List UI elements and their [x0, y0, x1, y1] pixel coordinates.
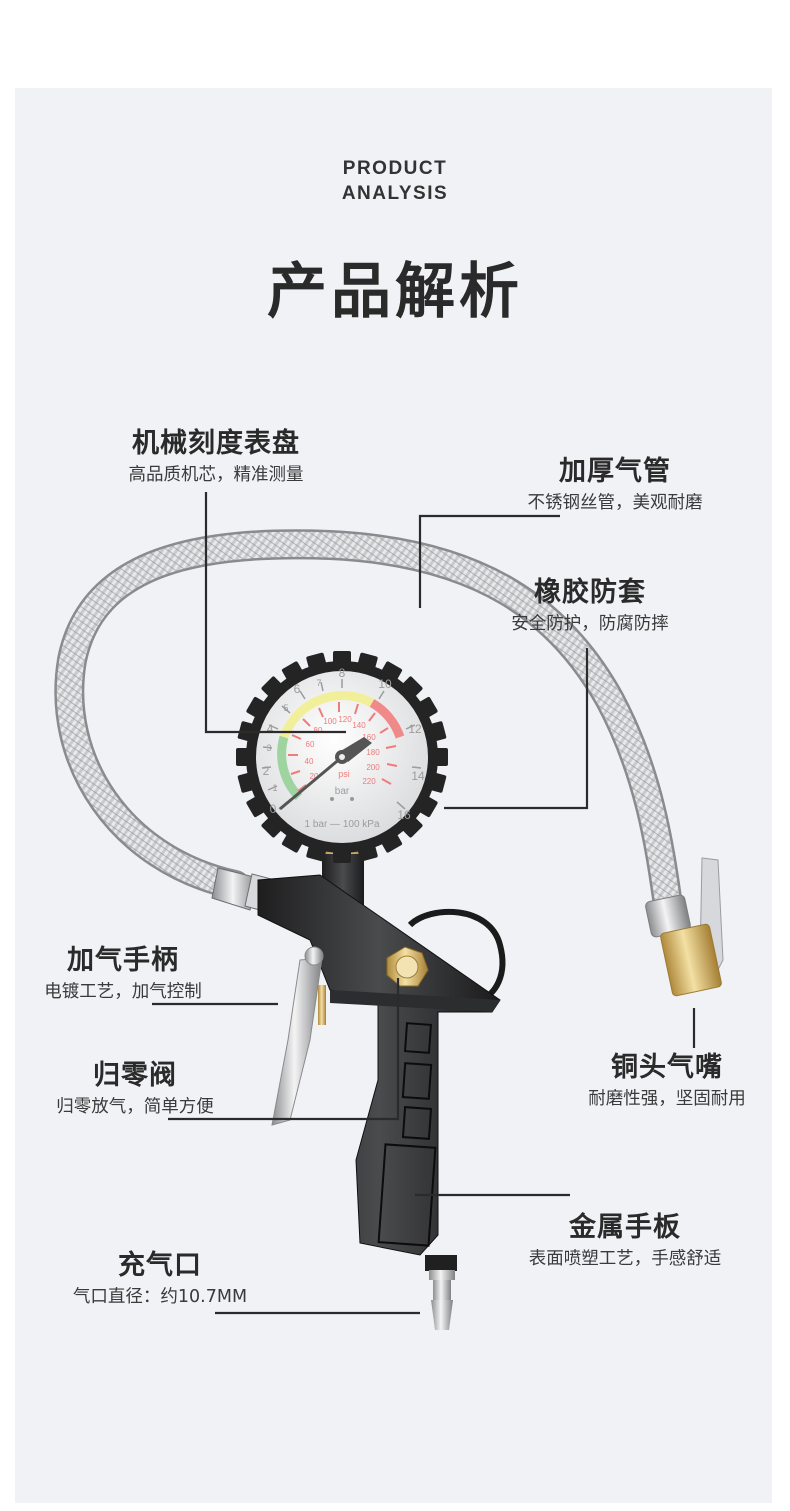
bar-label: 12 — [408, 722, 422, 736]
bar-label: 14 — [411, 769, 425, 783]
callout-subtitle: 耐磨性强，坚固耐用 — [588, 1089, 746, 1109]
callout-subtitle: 表面喷塑工艺，手感舒适 — [528, 1249, 722, 1269]
air-inlet-fitting — [425, 1255, 457, 1330]
page-title: 产品解析 — [267, 257, 523, 327]
callout-title: 金属手板 — [569, 1212, 681, 1243]
leader-gauge — [204, 492, 346, 734]
braided-hose — [54, 529, 683, 920]
psi-label: 180 — [366, 748, 380, 757]
psi-label: 60 — [306, 740, 315, 749]
bar-label: 10 — [378, 677, 392, 691]
callout-brass-chuck: 铜头气嘴 耐磨性强，坚固耐用 — [562, 1050, 772, 1112]
callout-air-inlet: 充气口 气口直径：约10.7MM — [50, 1248, 270, 1310]
pressure-gauge: 20 40 60 80 100 120 140 160 180 200 220 … — [236, 651, 448, 863]
callout-hose: 加厚气管 不锈钢丝管，美观耐磨 — [500, 454, 730, 516]
psi-label: 20 — [310, 772, 319, 781]
callout-title: 充气口 — [118, 1250, 202, 1281]
zero-valve-nut — [386, 946, 429, 987]
trigger-lever — [271, 946, 326, 1126]
callout-subtitle: 归零放气，简单方便 — [56, 1097, 214, 1117]
callout-subtitle: 不锈钢丝管，美观耐磨 — [527, 493, 703, 513]
leader-lines — [152, 492, 696, 1315]
callout-subtitle: 气口直径：约10.7MM — [72, 1287, 248, 1307]
psi-label: 80 — [314, 726, 323, 735]
bar-label: 7 — [316, 678, 321, 688]
bar-label: 16 — [397, 808, 411, 822]
callout-title: 机械刻度表盘 — [132, 428, 300, 459]
callout-title: 橡胶防套 — [534, 577, 646, 608]
bar-label: 4 — [267, 722, 274, 736]
bar-unit: bar — [335, 786, 350, 797]
psi-label: 140 — [352, 721, 366, 730]
psi-label: 220 — [362, 777, 376, 786]
callout-metal-grip: 金属手板 表面喷塑工艺，手感舒适 — [500, 1210, 750, 1272]
grip-plate — [377, 1143, 437, 1247]
grip-slot — [401, 1106, 433, 1140]
grip-slot — [401, 1062, 433, 1100]
bar-label: 6 — [294, 682, 301, 696]
grip-slot — [403, 1022, 433, 1054]
callout-gauge: 机械刻度表盘 高品质机芯，精准测量 — [100, 426, 332, 488]
callout-subtitle: 安全防护，防腐防摔 — [511, 614, 669, 634]
callout-title: 加气手柄 — [67, 945, 179, 976]
psi-label: 200 — [366, 763, 380, 772]
psi-label: 100 — [323, 717, 337, 726]
bar-label: 3 — [266, 743, 271, 753]
callout-title: 归零阀 — [93, 1060, 177, 1091]
callout-subtitle: 电镀工艺，加气控制 — [44, 982, 202, 1002]
bar-label: 1 — [272, 783, 277, 793]
gauge-needle — [279, 755, 343, 811]
leader-rubber-guard — [444, 648, 589, 810]
psi-unit: psi — [338, 769, 350, 779]
gauge-footer: 1 bar — 100 kPa — [304, 819, 379, 830]
callout-title: 铜头气嘴 — [611, 1052, 723, 1083]
callout-subtitle: 高品质机芯，精准测量 — [128, 465, 304, 485]
callout-zero-valve: 归零阀 归零放气，简单方便 — [30, 1058, 240, 1120]
leader-hose — [418, 514, 560, 608]
callout-rubber-guard: 橡胶防套 安全防护，防腐防摔 — [480, 575, 700, 637]
psi-label: 120 — [338, 715, 352, 724]
bar-label: 8 — [339, 666, 346, 680]
brass-chuck-illustration — [645, 857, 724, 997]
leader-zero-valve — [168, 978, 400, 1121]
bypass-tube — [407, 908, 506, 1003]
callout-title: 加厚气管 — [559, 456, 671, 487]
bar-label: 2 — [263, 764, 270, 778]
eyebrow-line-2: ANALYSIS — [341, 183, 449, 204]
callout-trigger: 加气手柄 电镀工艺，加气控制 — [18, 943, 228, 1005]
bar-label: 0 — [270, 802, 277, 816]
psi-label: 160 — [362, 733, 376, 742]
bar-label: 5 — [283, 703, 288, 713]
eyebrow-line-1: PRODUCT — [342, 158, 448, 179]
psi-label: 40 — [305, 757, 314, 766]
